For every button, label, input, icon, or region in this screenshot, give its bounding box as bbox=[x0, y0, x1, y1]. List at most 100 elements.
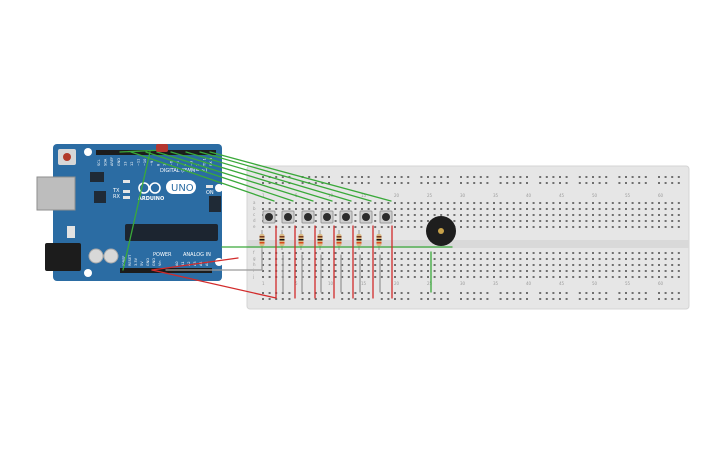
breadboard-hole[interactable] bbox=[625, 226, 627, 228]
breadboard-hole[interactable] bbox=[625, 298, 627, 300]
breadboard-hole[interactable] bbox=[334, 276, 337, 278]
breadboard-hole[interactable] bbox=[281, 208, 284, 210]
breadboard-hole[interactable] bbox=[559, 258, 561, 260]
breadboard-hole[interactable] bbox=[446, 276, 449, 278]
breadboard-hole[interactable] bbox=[618, 176, 621, 178]
breadboard-hole[interactable] bbox=[367, 270, 370, 272]
breadboard-hole[interactable] bbox=[578, 298, 581, 300]
breadboard-hole[interactable] bbox=[380, 252, 383, 254]
breadboard-hole[interactable] bbox=[400, 258, 403, 260]
wire-digital-to-button[interactable] bbox=[119, 149, 164, 153]
breadboard-hole[interactable] bbox=[499, 298, 502, 300]
breadboard-hole[interactable] bbox=[552, 252, 555, 254]
breadboard-hole[interactable] bbox=[334, 220, 337, 222]
breadboard-hole[interactable] bbox=[314, 270, 317, 272]
breadboard-hole[interactable] bbox=[519, 214, 522, 216]
breadboard-hole[interactable] bbox=[578, 202, 581, 204]
breadboard-hole[interactable] bbox=[394, 182, 396, 184]
breadboard-hole[interactable] bbox=[453, 220, 456, 222]
breadboard-hole[interactable] bbox=[407, 176, 410, 178]
breadboard-hole[interactable] bbox=[545, 182, 548, 184]
breadboard-hole[interactable] bbox=[433, 214, 436, 216]
breadboard-hole[interactable] bbox=[512, 292, 515, 294]
breadboard-hole[interactable] bbox=[288, 202, 291, 204]
breadboard-hole[interactable] bbox=[400, 276, 403, 278]
breadboard-hole[interactable] bbox=[361, 176, 363, 178]
breadboard-hole[interactable] bbox=[625, 292, 627, 294]
breadboard-hole[interactable] bbox=[677, 298, 680, 300]
breadboard-hole[interactable] bbox=[334, 264, 337, 266]
breadboard-hole[interactable] bbox=[493, 214, 495, 216]
breadboard-hole[interactable] bbox=[526, 182, 528, 184]
breadboard-hole[interactable] bbox=[281, 202, 284, 204]
breadboard-hole[interactable] bbox=[592, 214, 594, 216]
breadboard-hole[interactable] bbox=[288, 258, 291, 260]
breadboard-hole[interactable] bbox=[545, 270, 548, 272]
breadboard-hole[interactable] bbox=[526, 208, 528, 210]
breadboard-hole[interactable] bbox=[361, 202, 363, 204]
breadboard-hole[interactable] bbox=[611, 276, 614, 278]
breadboard-hole[interactable] bbox=[460, 214, 462, 216]
breadboard-hole[interactable] bbox=[631, 182, 634, 184]
breadboard-hole[interactable] bbox=[605, 214, 608, 216]
breadboard-hole[interactable] bbox=[262, 208, 264, 210]
breadboard-hole[interactable] bbox=[473, 182, 476, 184]
breadboard-hole[interactable] bbox=[387, 252, 390, 254]
breadboard-hole[interactable] bbox=[479, 182, 482, 184]
breadboard-hole[interactable] bbox=[526, 292, 528, 294]
breadboard-hole[interactable] bbox=[479, 270, 482, 272]
breadboard-hole[interactable] bbox=[334, 214, 337, 216]
breadboard-hole[interactable] bbox=[592, 182, 594, 184]
breadboard-hole[interactable] bbox=[578, 276, 581, 278]
breadboard-hole[interactable] bbox=[367, 276, 370, 278]
breadboard-hole[interactable] bbox=[479, 176, 482, 178]
breadboard-hole[interactable] bbox=[625, 214, 627, 216]
breadboard-hole[interactable] bbox=[427, 276, 429, 278]
breadboard-hole[interactable] bbox=[427, 220, 429, 222]
breadboard-hole[interactable] bbox=[519, 258, 522, 260]
breadboard-hole[interactable] bbox=[658, 270, 660, 272]
wire-ground-gray[interactable] bbox=[165, 249, 263, 271]
breadboard-hole[interactable] bbox=[592, 202, 594, 204]
breadboard-hole[interactable] bbox=[387, 270, 390, 272]
breadboard-hole[interactable] bbox=[638, 252, 641, 254]
breadboard-hole[interactable] bbox=[361, 252, 363, 254]
breadboard-hole[interactable] bbox=[598, 182, 601, 184]
breadboard-hole[interactable] bbox=[506, 264, 509, 266]
breadboard-hole[interactable] bbox=[374, 276, 377, 278]
breadboard-hole[interactable] bbox=[493, 252, 495, 254]
breadboard-hole[interactable] bbox=[473, 208, 476, 210]
breadboard-hole[interactable] bbox=[334, 208, 337, 210]
breadboard-hole[interactable] bbox=[631, 176, 634, 178]
breadboard-hole[interactable] bbox=[539, 264, 542, 266]
breadboard-hole[interactable] bbox=[598, 298, 601, 300]
breadboard-hole[interactable] bbox=[526, 226, 528, 228]
breadboard-hole[interactable] bbox=[585, 208, 588, 210]
breadboard-hole[interactable] bbox=[585, 264, 588, 266]
breadboard-hole[interactable] bbox=[631, 226, 634, 228]
breadboard-hole[interactable] bbox=[347, 202, 350, 204]
breadboard-hole[interactable] bbox=[321, 176, 324, 178]
wire-digital-to-button[interactable] bbox=[156, 151, 314, 202]
breadboard-hole[interactable] bbox=[321, 276, 324, 278]
breadboard-hole[interactable] bbox=[625, 264, 627, 266]
breadboard-hole[interactable] bbox=[420, 220, 423, 222]
breadboard-hole[interactable] bbox=[526, 264, 528, 266]
breadboard[interactable]: 1155101015152020252530303535404045455050… bbox=[246, 165, 690, 310]
breadboard-hole[interactable] bbox=[295, 226, 297, 228]
breadboard-hole[interactable] bbox=[644, 208, 647, 210]
breadboard-hole[interactable] bbox=[308, 258, 311, 260]
breadboard-hole[interactable] bbox=[658, 298, 660, 300]
breadboard-hole[interactable] bbox=[321, 226, 324, 228]
breadboard-hole[interactable] bbox=[314, 182, 317, 184]
breadboard-hole[interactable] bbox=[361, 226, 363, 228]
breadboard-hole[interactable] bbox=[677, 202, 680, 204]
breadboard-hole[interactable] bbox=[512, 258, 515, 260]
breadboard-hole[interactable] bbox=[539, 226, 542, 228]
breadboard-hole[interactable] bbox=[486, 264, 489, 266]
breadboard-hole[interactable] bbox=[281, 176, 284, 178]
breadboard-hole[interactable] bbox=[407, 252, 410, 254]
breadboard-hole[interactable] bbox=[658, 258, 660, 260]
breadboard-hole[interactable] bbox=[354, 226, 357, 228]
